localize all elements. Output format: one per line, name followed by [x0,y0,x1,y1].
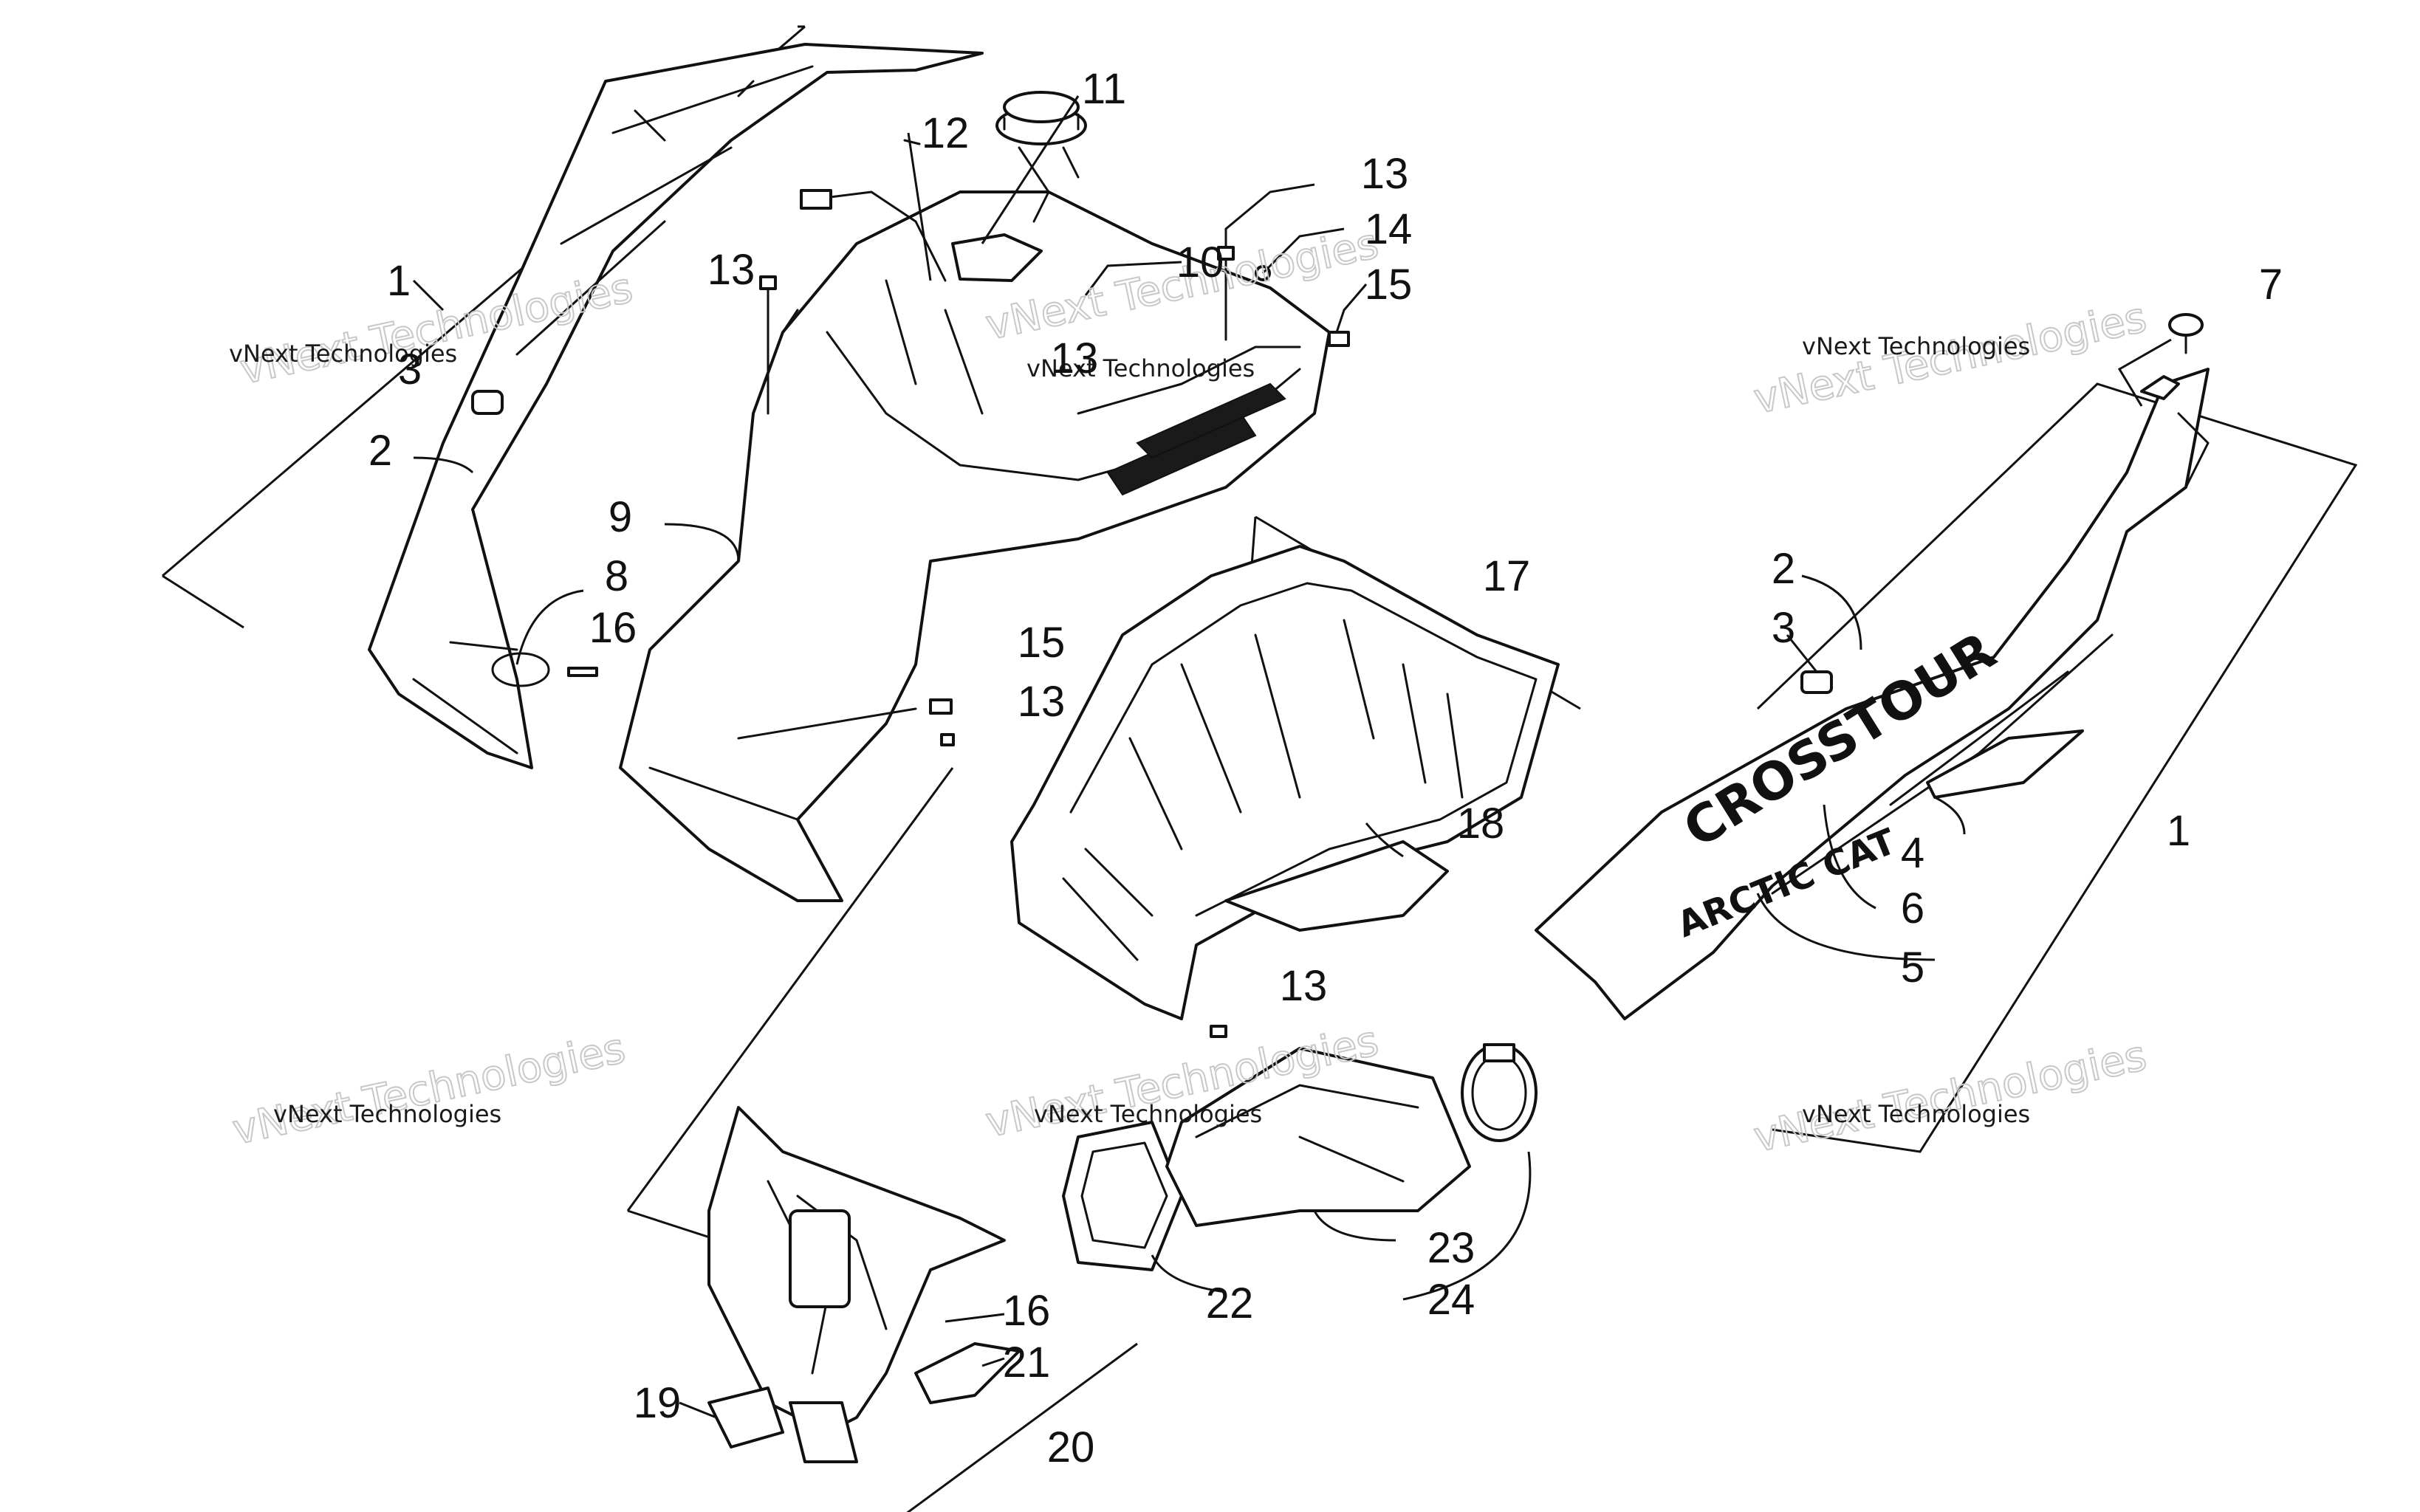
callout-2-left: 2 [369,427,392,475]
callout-18: 18 [1457,800,1505,848]
callout-15-mid: 15 [1018,619,1066,667]
decal-3-pad [471,390,504,415]
callout-21: 21 [1003,1339,1051,1386]
callout-24: 24 [1427,1276,1475,1324]
callout-13-lower: 13 [1018,678,1066,726]
callout-6: 6 [1901,884,1924,932]
callout-13-tray: 13 [1280,962,1328,1010]
lower-front-housing [626,767,1138,1512]
callout-16-bottom: 16 [1003,1287,1051,1335]
callout-13-top-left: 13 [707,246,755,294]
air-inlet-opening [951,233,1043,282]
callout-14: 14 [1365,205,1413,253]
callout-23: 23 [1427,1224,1475,1272]
callout-4: 4 [1901,829,1924,877]
push-rivet-7 [2168,313,2204,354]
callout-19: 19 [634,1379,682,1427]
watermark-small-4: vNext Technologies [273,1100,501,1128]
watermark-small-2: vNext Technologies [1026,354,1255,382]
storage-tray [1010,515,1581,1020]
callout-9: 9 [609,493,632,541]
watermark-large-1: vNext Technologies [236,264,637,394]
reflector-21 [914,1342,1021,1404]
wire-harness-12 [800,139,947,282]
watermark-large-4: vNext Technologies [228,1025,629,1155]
housing-opening [789,1209,851,1308]
callout-16-left: 16 [589,604,637,652]
callout-1-right: 1 [2167,807,2190,855]
callout-2-right: 2 [1772,545,1795,593]
callout-13-mid: 13 [1051,334,1099,382]
tray-liner-18 [1224,840,1449,932]
watermark-small-1: vNext Technologies [229,340,457,368]
watermark-small-3: vNext Technologies [1802,332,2030,360]
fasteners [567,227,1350,1038]
callout-13-top-right: 13 [1361,150,1409,198]
decal-4 [1926,729,2084,799]
watermark-small-6: vNext Technologies [1802,1100,2030,1128]
callout-1-left: 1 [387,257,411,305]
decal-3-pad-right [1800,670,1833,694]
intake-boot-11 [995,91,1087,145]
callout-8: 8 [605,552,628,600]
front-nose-panel [619,146,1331,902]
callout-15-top: 15 [1365,261,1413,309]
leader-lines [412,95,2172,1419]
callout-22: 22 [1206,1279,1254,1327]
callout-7: 7 [2259,261,2283,309]
callout-3-left: 3 [398,346,422,394]
bracket-19 [707,1386,858,1463]
callout-17: 17 [1483,552,1531,600]
intake-duct-assembly [1062,1043,1538,1271]
watermark-large-6: vNext Technologies [1749,1032,2150,1162]
watermark-small-5: vNext Technologies [1034,1100,1262,1128]
callout-5: 5 [1901,944,1924,992]
callout-11: 11 [1082,65,1126,113]
callout-labels: 1 3 2 8 16 9 11 12 13 10 13 13 14 15 15 … [369,65,2283,1471]
callout-10: 10 [1176,238,1224,286]
right-side-panel: CROSSTOUR ARCTIC CAT [1535,368,2358,1153]
air-duct-23 [1165,1047,1471,1227]
callout-20: 20 [1047,1423,1095,1471]
callout-12: 12 [922,109,970,157]
callout-3-right: 3 [1772,604,1795,652]
